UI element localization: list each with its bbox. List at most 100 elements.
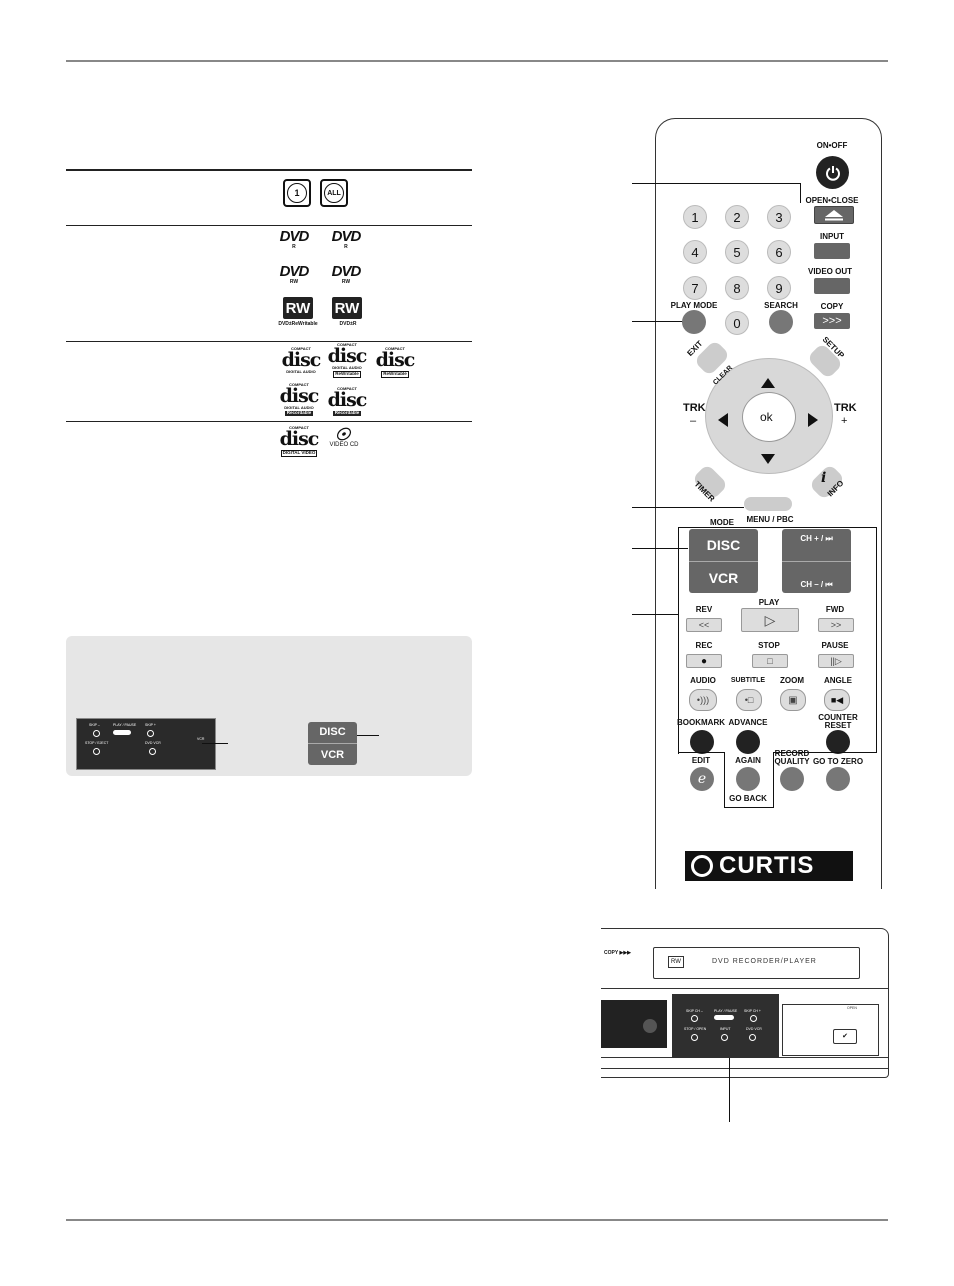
num-0-button[interactable]: 0	[725, 311, 749, 335]
audio-label: AUDIO	[690, 676, 716, 685]
player-title: DVD RECORDER/PLAYER	[712, 958, 817, 965]
ok-button[interactable]: ok	[760, 410, 773, 424]
channel-button[interactable]: CH + / ⏭ CH – / ⏮	[782, 529, 851, 593]
rw-r-caption: DVD±R	[339, 321, 357, 327]
num-2-button[interactable]: 2	[725, 205, 749, 229]
num-9-button[interactable]: 9	[767, 276, 791, 300]
mode-disc-label: DISC	[319, 726, 346, 738]
video-cd-logo: VIDEO CD	[326, 426, 362, 448]
play-label: PLAY	[758, 598, 780, 607]
num-6-button[interactable]: 6	[767, 240, 791, 264]
stop-label: STOP	[758, 641, 780, 650]
counter-reset-button[interactable]	[826, 730, 850, 754]
num-3-button[interactable]: 3	[767, 205, 791, 229]
curtis-logo: CURTIS	[685, 851, 853, 881]
curtis-brand-text: CURTIS	[719, 852, 815, 879]
rw-rewritable-logo: RW	[283, 297, 313, 319]
table-rule-1	[66, 169, 472, 171]
pause-label: PAUSE	[821, 641, 849, 650]
edit-icon: e	[697, 771, 707, 787]
copy-label: COPY	[820, 302, 844, 311]
table-rule-3	[66, 341, 472, 342]
trk-minus-label: –	[690, 415, 697, 427]
menu-pbc-button[interactable]	[744, 497, 792, 511]
edit-label: EDIT	[691, 756, 711, 765]
zoom-label: ZOOM	[780, 676, 804, 685]
input-button[interactable]	[814, 243, 850, 259]
go-to-zero-label: GO TO ZERO	[812, 757, 864, 766]
mode-label: MODE	[710, 518, 734, 527]
num-8-button[interactable]: 8	[725, 276, 749, 300]
region-1-text: 1	[287, 183, 307, 203]
audio-button[interactable]: •)))	[689, 689, 717, 711]
pause-button[interactable]: ||▷	[818, 654, 854, 668]
table-rule-2	[66, 225, 472, 226]
num-1-button[interactable]: 1	[683, 205, 707, 229]
camera-icon: ■◀	[830, 694, 844, 705]
num-5-button[interactable]: 5	[725, 240, 749, 264]
bookmark-button[interactable]	[690, 730, 714, 754]
zoom-icon: ▣	[788, 694, 798, 706]
power-knob[interactable]	[643, 1019, 657, 1033]
again-label: AGAIN	[735, 756, 761, 765]
power-button[interactable]	[816, 156, 849, 189]
down-arrow-icon[interactable]	[761, 454, 775, 464]
bookmark-label: BOOKMARK	[677, 718, 725, 727]
subtitle-button[interactable]: •□	[736, 689, 762, 711]
search-button[interactable]	[769, 310, 793, 334]
menu-pbc-label: MENU / PBC	[746, 515, 794, 524]
again-button[interactable]	[736, 767, 760, 791]
eject-icon	[825, 209, 843, 220]
record-quality-button[interactable]	[780, 767, 804, 791]
rec-label: REC	[695, 641, 713, 650]
vcr-door: OPEN ✔	[782, 1004, 879, 1056]
rev-label: REV	[695, 605, 713, 614]
rev-button[interactable]: <<	[686, 618, 722, 632]
play-mode-button[interactable]	[682, 310, 706, 334]
mode-switch-closeup: DISC VCR	[308, 722, 357, 765]
edit-button[interactable]: e	[690, 767, 714, 791]
num-7-button[interactable]: 7	[683, 276, 707, 300]
num-4-button[interactable]: 4	[683, 240, 707, 264]
pointer-menu	[632, 507, 744, 508]
open-close-button[interactable]	[814, 206, 854, 224]
stop-button[interactable]: □	[752, 654, 788, 668]
pointer-transport	[632, 614, 678, 615]
up-arrow-icon[interactable]	[761, 378, 775, 388]
trk-right-label: TRK	[834, 402, 857, 414]
go-back-label: GO BACK	[729, 794, 767, 803]
panel-pointer	[202, 743, 228, 744]
advance-button[interactable]	[736, 730, 760, 754]
play-mode-label: PLAY MODE	[670, 301, 718, 310]
left-arrow-icon[interactable]	[718, 413, 728, 427]
zoom-button[interactable]: ▣	[780, 689, 806, 711]
quality-label: QUALITY	[774, 757, 810, 766]
video-out-label: VIDEO OUT	[807, 267, 853, 276]
fwd-label: FWD	[825, 605, 845, 614]
open-close-label: OPEN•CLOSE	[805, 196, 859, 205]
angle-label: ANGLE	[824, 676, 852, 685]
angle-button[interactable]: ■◀	[824, 689, 850, 711]
play-button[interactable]: ▷	[741, 608, 799, 632]
fwd-button[interactable]: >>	[818, 618, 854, 632]
copy-button[interactable]: >>>	[814, 313, 850, 329]
go-to-zero-button[interactable]	[826, 767, 850, 791]
footer-rule	[66, 1219, 888, 1221]
ch-plus-label: CH + / ⏭	[800, 534, 833, 543]
region-all-logo: ALL	[320, 179, 348, 207]
mode-disc-vcr-button[interactable]: DISC VCR	[689, 529, 758, 593]
video-out-button[interactable]	[814, 278, 850, 294]
mode-vcr-label: VCR	[320, 749, 345, 761]
vcr-label: VCR	[708, 570, 739, 586]
right-arrow-icon[interactable]	[808, 413, 818, 427]
rec-button[interactable]: ●	[686, 654, 722, 668]
mode-pointer	[357, 735, 379, 736]
disc-tray: RW DVD RECORDER/PLAYER	[653, 947, 860, 979]
player-control-panel: SKIP CH – PLAY / PAUSE SKIP CH + STOP / …	[672, 994, 779, 1058]
